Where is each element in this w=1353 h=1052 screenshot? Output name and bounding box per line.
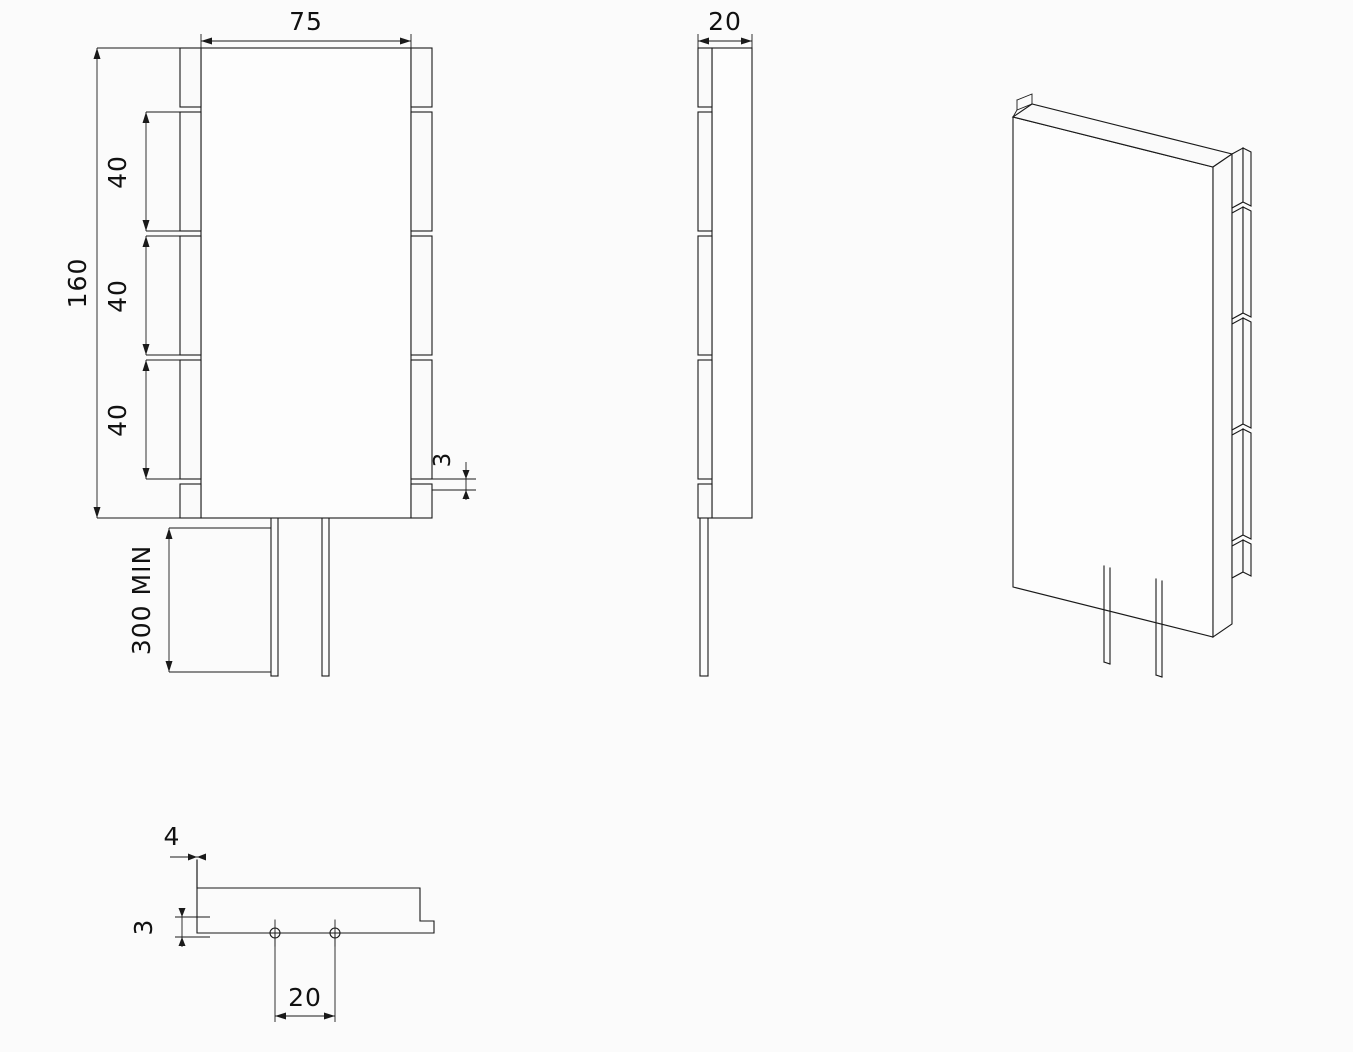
dim-detail-thickness (175, 908, 210, 947)
dim-label-front-seg3: 40 (103, 403, 132, 437)
front-right-tabs (410, 47, 433, 519)
side-view: 20 (697, 7, 753, 677)
dim-side-depth (697, 34, 753, 48)
iso-right-tabs (1231, 147, 1252, 579)
side-wire-lead (699, 517, 709, 677)
side-panel-body (711, 47, 753, 519)
left-tab-1 (179, 47, 202, 108)
right-tab-3 (410, 235, 433, 356)
right-tab-1 (410, 47, 433, 108)
right-tab-5 (410, 483, 433, 519)
dim-label-front-height: 160 (63, 258, 92, 309)
left-tab-4 (179, 359, 202, 480)
iso-right-face (1212, 152, 1233, 639)
dim-detail-flange-height (170, 853, 206, 861)
side-tabs (697, 47, 713, 519)
dim-label-detail-thickness: 3 (129, 919, 158, 936)
isometric-view (1011, 93, 1252, 678)
side-tab-3 (697, 235, 713, 356)
right-tab-4 (410, 359, 433, 480)
dim-label-front-width: 75 (289, 7, 323, 36)
side-tab-4 (697, 359, 713, 480)
dim-label-front-lead-length: 300 MIN (127, 545, 156, 655)
dim-label-detail-hole-spacing: 20 (288, 983, 322, 1012)
dim-label-front-seg2: 40 (103, 279, 132, 313)
dim-front-lead-length (165, 527, 271, 673)
front-view: 75 160 40 40 (63, 7, 476, 677)
front-panel-body (200, 47, 412, 519)
side-tab-5 (697, 483, 713, 519)
dim-label-detail-flange-height: 4 (164, 822, 181, 851)
iso-tab-4 (1231, 428, 1252, 542)
iso-wire-leads (1103, 565, 1163, 678)
front-left-tabs (179, 47, 202, 519)
dim-label-front-seg1: 40 (103, 155, 132, 189)
iso-front-face (1012, 116, 1214, 638)
dim-label-side-depth: 20 (708, 7, 742, 36)
iso-corner-tab (1012, 93, 1033, 118)
dim-detail-hole-spacing (274, 933, 336, 1022)
side-tab-2 (697, 111, 713, 232)
left-tab-5 (179, 483, 202, 519)
left-tab-3 (179, 235, 202, 356)
dim-front-width (200, 34, 412, 48)
left-tab-2 (179, 111, 202, 232)
iso-tab-3 (1231, 317, 1252, 431)
dim-front-seg1 (142, 111, 180, 232)
front-wire-leads (270, 517, 330, 677)
right-tab-2 (410, 111, 433, 232)
bracket-detail-view: 4 3 20 (129, 822, 435, 1022)
iso-tab-2 (1231, 206, 1252, 320)
dim-front-tab-thickness (411, 462, 476, 500)
side-tab-1 (697, 47, 713, 108)
dim-front-seg2 (142, 235, 180, 356)
dim-front-seg3 (142, 359, 180, 480)
iso-tab-5 (1231, 539, 1252, 579)
detail-profile-outline (196, 859, 435, 934)
dim-front-height (93, 47, 180, 519)
dim-label-front-tab-thickness: 3 (430, 453, 456, 468)
iso-tab-1 (1231, 147, 1252, 209)
